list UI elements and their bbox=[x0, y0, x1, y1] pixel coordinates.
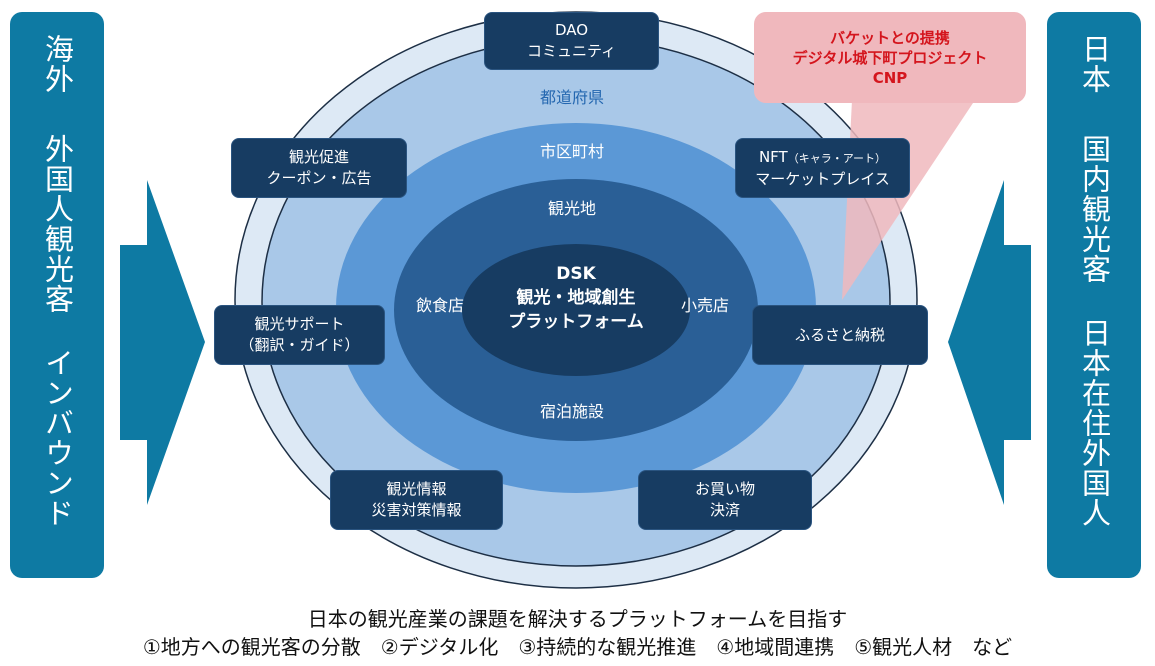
box-text: クーポン・広告 bbox=[266, 169, 372, 187]
left-panel-top: 海外 bbox=[40, 34, 75, 94]
box-text: お買い物 bbox=[694, 480, 755, 498]
box-text: NFT bbox=[758, 147, 788, 166]
box-text: コミュニティ bbox=[526, 42, 617, 60]
box-text: 観光サポート bbox=[254, 315, 345, 333]
center-line2: 観光・地域創生 bbox=[516, 288, 636, 308]
callout-cnp: バケットとの提携 デジタル城下町プロジェクト CNP bbox=[754, 12, 1026, 103]
right-arrow bbox=[948, 180, 1031, 505]
label-prefecture: 都道府県 bbox=[539, 88, 605, 107]
right-panel-middle: 国内観光客 bbox=[1077, 134, 1112, 284]
label-lodging: 宿泊施設 bbox=[539, 402, 605, 421]
box-furusato-tax: ふるさと納税 bbox=[752, 305, 928, 365]
footer-line1: 日本の観光産業の課題を解決するプラットフォームを目指す bbox=[307, 607, 848, 631]
left-arrow bbox=[120, 180, 205, 505]
box-text-small: （キャラ・アート） bbox=[787, 151, 887, 165]
box-text: 観光促進 bbox=[288, 148, 349, 166]
label-retail: 小売店 bbox=[680, 296, 730, 315]
box-text: ふるさと納税 bbox=[794, 325, 885, 344]
callout-line2: デジタル城下町プロジェクト bbox=[792, 48, 988, 67]
box-dao-community: DAO コミュニティ bbox=[484, 12, 659, 70]
box-text: 決済 bbox=[709, 501, 740, 519]
box-text: （翻訳・ガイド） bbox=[239, 336, 360, 354]
box-promotion: 観光促進 クーポン・広告 bbox=[231, 138, 407, 198]
box-shopping-payment: お買い物 決済 bbox=[638, 470, 812, 530]
label-municipality: 市区町村 bbox=[539, 142, 605, 161]
box-text: DAO bbox=[554, 21, 589, 39]
left-panel-bottom: インバウンド bbox=[40, 348, 75, 528]
box-text: マーケットプレイス bbox=[755, 169, 890, 188]
box-nft-marketplace: NFT（キャラ・アート） マーケットプレイス bbox=[735, 138, 910, 198]
left-panel-middle: 外国人観光客 bbox=[40, 134, 75, 314]
box-text: 災害対策情報 bbox=[371, 501, 462, 519]
left-panel-overseas: 海外 外国人観光客 インバウンド bbox=[10, 12, 104, 578]
center-line1: DSK bbox=[556, 264, 596, 284]
center-line3: プラットフォーム bbox=[508, 312, 644, 332]
callout-line1: バケットとの提携 bbox=[830, 28, 950, 47]
right-panel-domestic: 日本 国内観光客 日本在住外国人 bbox=[1047, 12, 1141, 578]
box-text: 観光情報 bbox=[386, 480, 447, 498]
footer-line2: ①地方への観光客の分散 ②デジタル化 ③持続的な観光推進 ④地域間連携 ⑤観光人… bbox=[142, 635, 1013, 659]
box-tourism-info: 観光情報 災害対策情報 bbox=[330, 470, 503, 530]
label-tourist-spot: 観光地 bbox=[547, 199, 597, 218]
right-panel-bottom: 日本在住外国人 bbox=[1077, 318, 1112, 528]
label-restaurant: 飲食店 bbox=[415, 296, 465, 315]
box-tourism-support: 観光サポート （翻訳・ガイド） bbox=[214, 305, 385, 365]
right-panel-top: 日本 bbox=[1077, 34, 1112, 94]
center-platform: DSK 観光・地域創生 プラットフォーム bbox=[462, 262, 690, 334]
callout-line3: CNP bbox=[872, 68, 908, 87]
ring-center bbox=[462, 244, 690, 376]
